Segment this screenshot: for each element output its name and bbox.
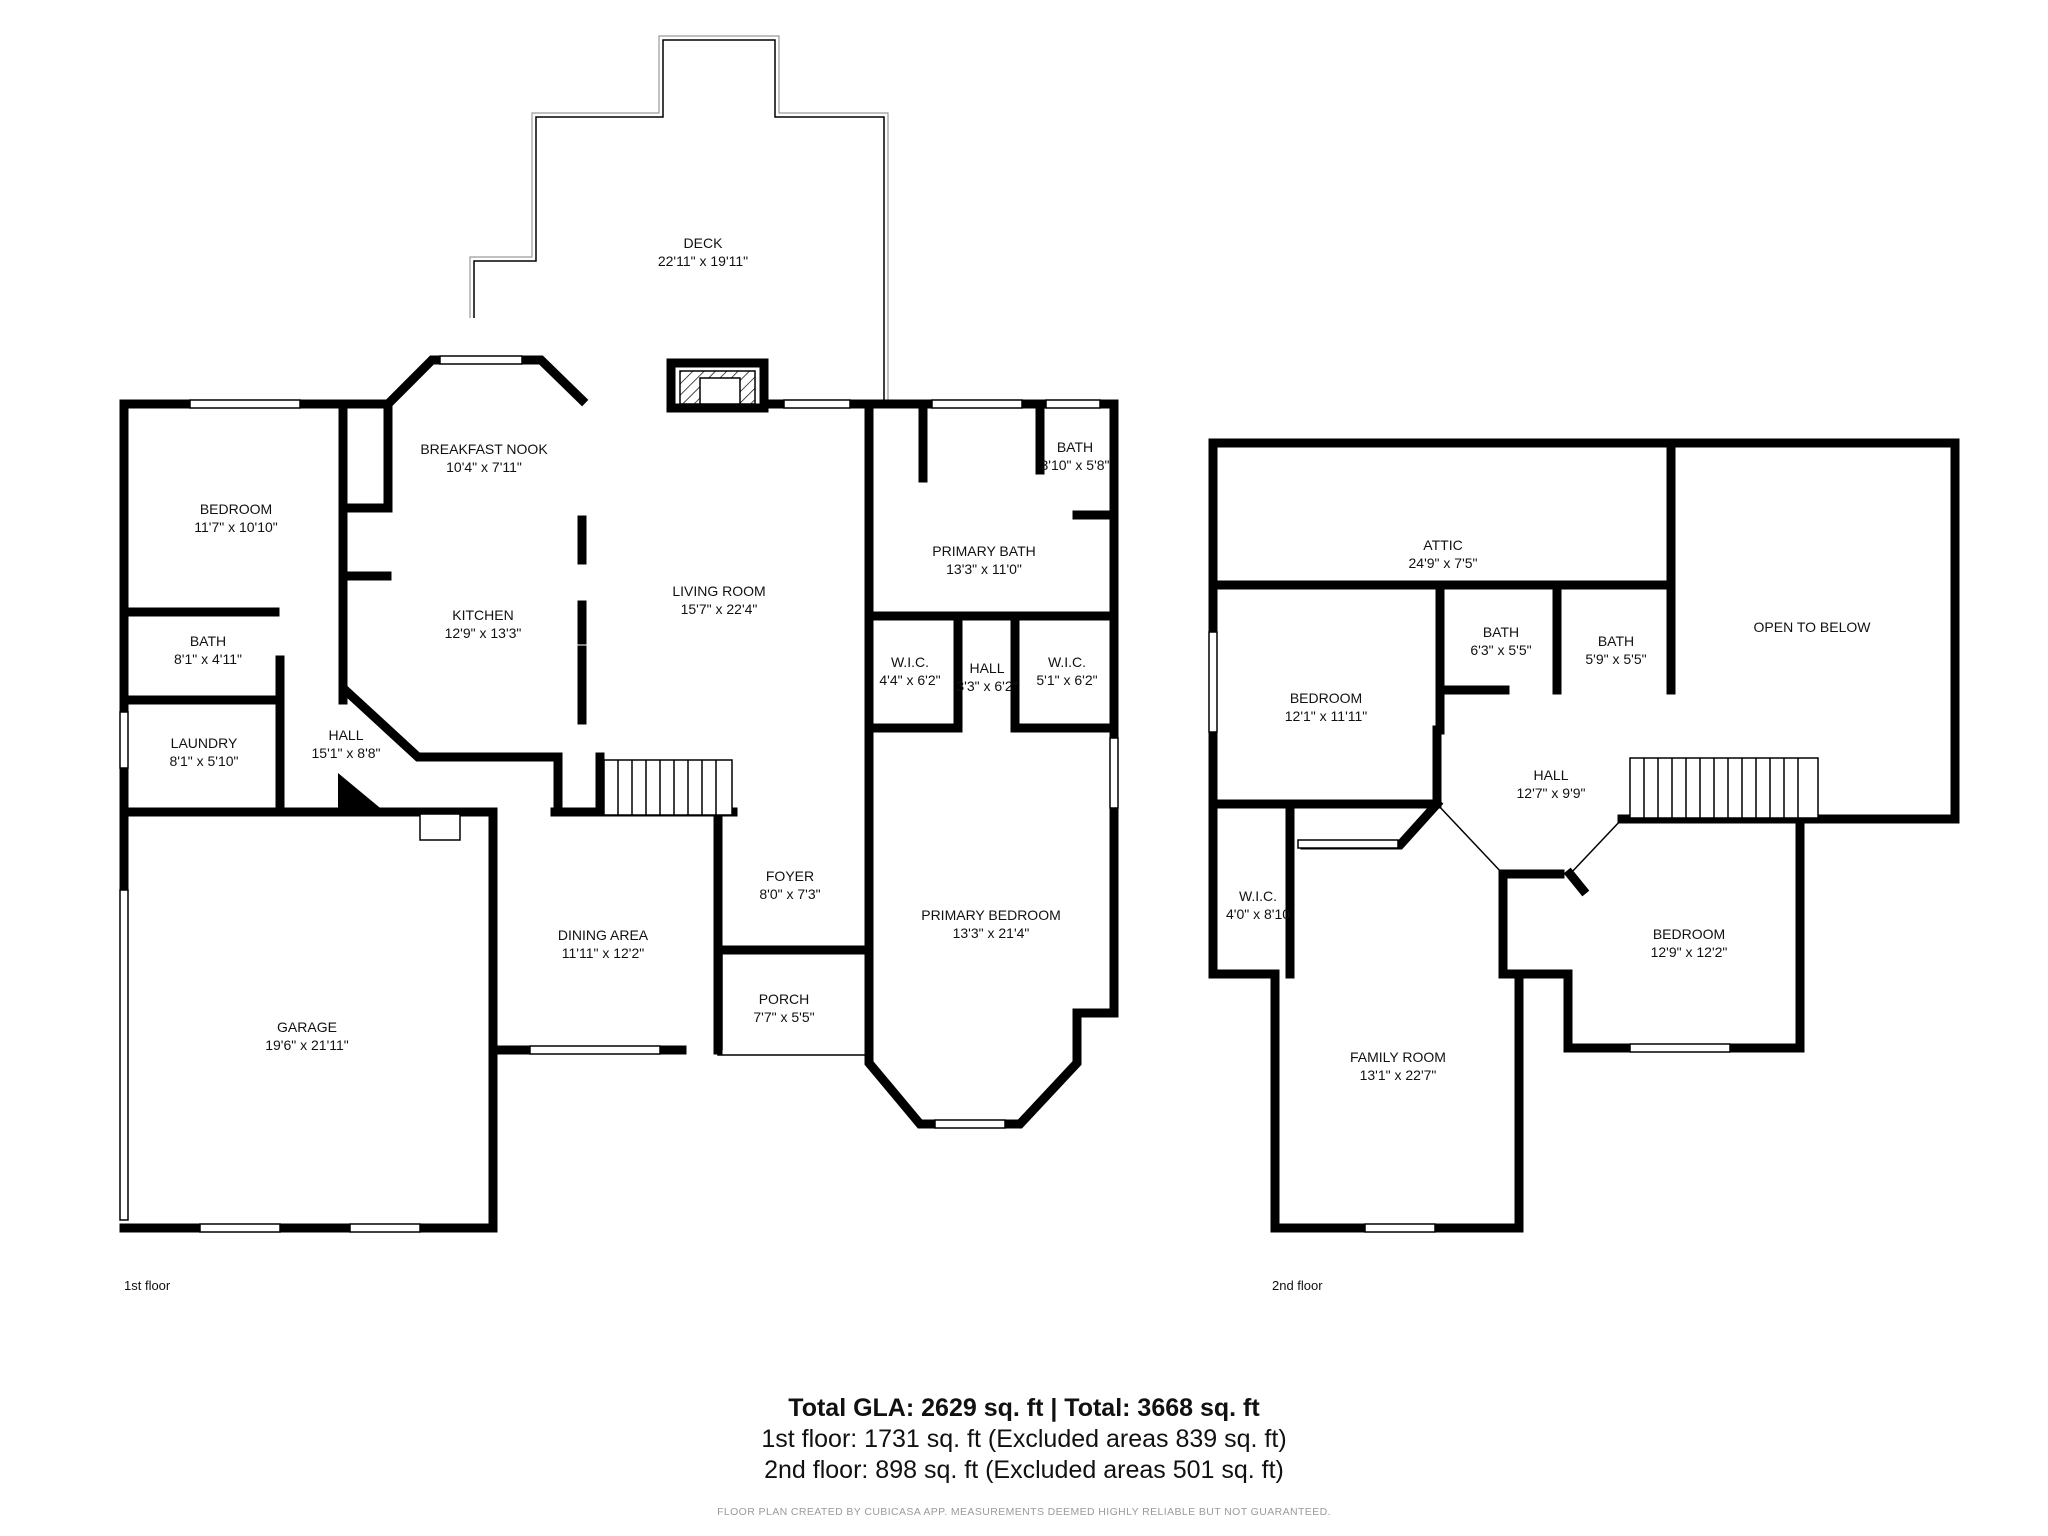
room-dimension: 8'0" x 7'3" xyxy=(759,886,820,902)
room-dimension: 12'7" x 9'9" xyxy=(1517,785,1586,801)
floor-label: 1st floor xyxy=(124,1278,171,1293)
first-floor-plan xyxy=(119,35,1119,1233)
room-name: W.I.C. xyxy=(1048,654,1086,670)
room-name: PRIMARY BATH xyxy=(932,543,1035,559)
room-name: HALL xyxy=(1533,767,1568,783)
room-name: BEDROOM xyxy=(200,501,272,517)
stairs-first-floor xyxy=(603,759,733,816)
room-name: HALL xyxy=(969,660,1004,676)
room-name: HALL xyxy=(328,727,363,743)
room-name: BATH xyxy=(1057,439,1093,455)
room-dimension: 11'11" x 12'2" xyxy=(562,945,645,961)
room-name: KITCHEN xyxy=(452,607,513,623)
room-dimension: 4'4" x 6'2" xyxy=(879,672,940,688)
room-name: LIVING ROOM xyxy=(672,583,765,599)
room-labels: DECK 22'11" x 19'11" BREAKFAST NOOK 10'4… xyxy=(124,235,1871,1293)
room-name: BREAKFAST NOOK xyxy=(420,441,548,457)
credit-disclaimer: FLOOR PLAN CREATED BY CUBICASA APP. MEAS… xyxy=(717,1506,1331,1518)
room-dimension: 15'1" x 8'8" xyxy=(312,745,381,761)
area-summary: Total GLA: 2629 sq. ft | Total: 3668 sq.… xyxy=(0,1393,2048,1486)
room-name: OPEN TO BELOW xyxy=(1754,619,1872,635)
second-floor-plan xyxy=(1208,438,1960,1233)
room-dimension: 10'4" x 7'11" xyxy=(446,459,522,475)
room-dimension: 11'7" x 10'10" xyxy=(194,519,278,535)
room-name: FAMILY ROOM xyxy=(1350,1049,1446,1065)
room-dimension: 19'6" x 21'11" xyxy=(265,1037,349,1053)
room-name: LAUNDRY xyxy=(171,735,238,751)
room-dimension: 8'1" x 4'11" xyxy=(174,651,242,667)
room-name: PRIMARY BEDROOM xyxy=(921,907,1061,923)
room-dimension: 8'1" x 5'10" xyxy=(170,753,239,769)
room-name: BATH xyxy=(190,633,226,649)
room-name: DINING AREA xyxy=(558,927,649,943)
room-dimension: 12'9" x 12'2" xyxy=(1651,944,1728,960)
room-dimension: 7'7" x 5'5" xyxy=(753,1009,814,1025)
room-dimension: 15'7" x 22'4" xyxy=(681,601,758,617)
room-name: BEDROOM xyxy=(1290,690,1362,706)
room-dimension: 24'9" x 7'5" xyxy=(1409,555,1478,571)
floor-label: 2nd floor xyxy=(1272,1278,1323,1293)
room-dimension: 6'3" x 5'5" xyxy=(1470,642,1531,658)
deck-outline xyxy=(469,35,889,400)
room-name: W.I.C. xyxy=(1239,888,1277,904)
total-gla-line: Total GLA: 2629 sq. ft | Total: 3668 sq.… xyxy=(788,1394,1260,1422)
room-dimension: 13'3" x 21'4" xyxy=(953,925,1030,941)
room-name: BEDROOM xyxy=(1653,926,1725,942)
room-name: GARAGE xyxy=(277,1019,337,1035)
room-dimension: 4'0" x 8'10 xyxy=(1226,906,1290,922)
room-name: FOYER xyxy=(766,868,814,884)
room-name: ATTIC xyxy=(1423,537,1462,553)
stairs-second-floor xyxy=(1629,757,1819,819)
room-name: PORCH xyxy=(759,991,810,1007)
room-name: BATH xyxy=(1598,633,1634,649)
first-floor-area-line: 1st floor: 1731 sq. ft (Excluded areas 8… xyxy=(761,1425,1287,1453)
room-dimension: 3'10" x 5'8" xyxy=(1041,457,1110,473)
room-dimension: 3'3" x 6'2" xyxy=(956,678,1017,694)
room-dimension: 5'1" x 6'2" xyxy=(1036,672,1097,688)
room-dimension: 5'9" x 5'5" xyxy=(1585,651,1646,667)
room-dimension: 22'11" x 19'11" xyxy=(658,253,748,269)
room-name: BATH xyxy=(1483,624,1519,640)
bedroom-wall xyxy=(119,399,393,1030)
room-name: DECK xyxy=(684,235,724,251)
stair-wedge xyxy=(338,773,385,812)
room-name: W.I.C. xyxy=(891,654,929,670)
second-floor-area-line: 2nd floor: 898 sq. ft (Excluded areas 50… xyxy=(764,1456,1284,1484)
room-dimension: 12'9" x 13'3" xyxy=(445,625,522,641)
room-dimension: 13'1" x 22'7" xyxy=(1360,1067,1437,1083)
room-dimension: 13'3" x 11'0" xyxy=(946,561,1022,577)
room-dimension: 12'1" x 11'11" xyxy=(1285,708,1368,724)
